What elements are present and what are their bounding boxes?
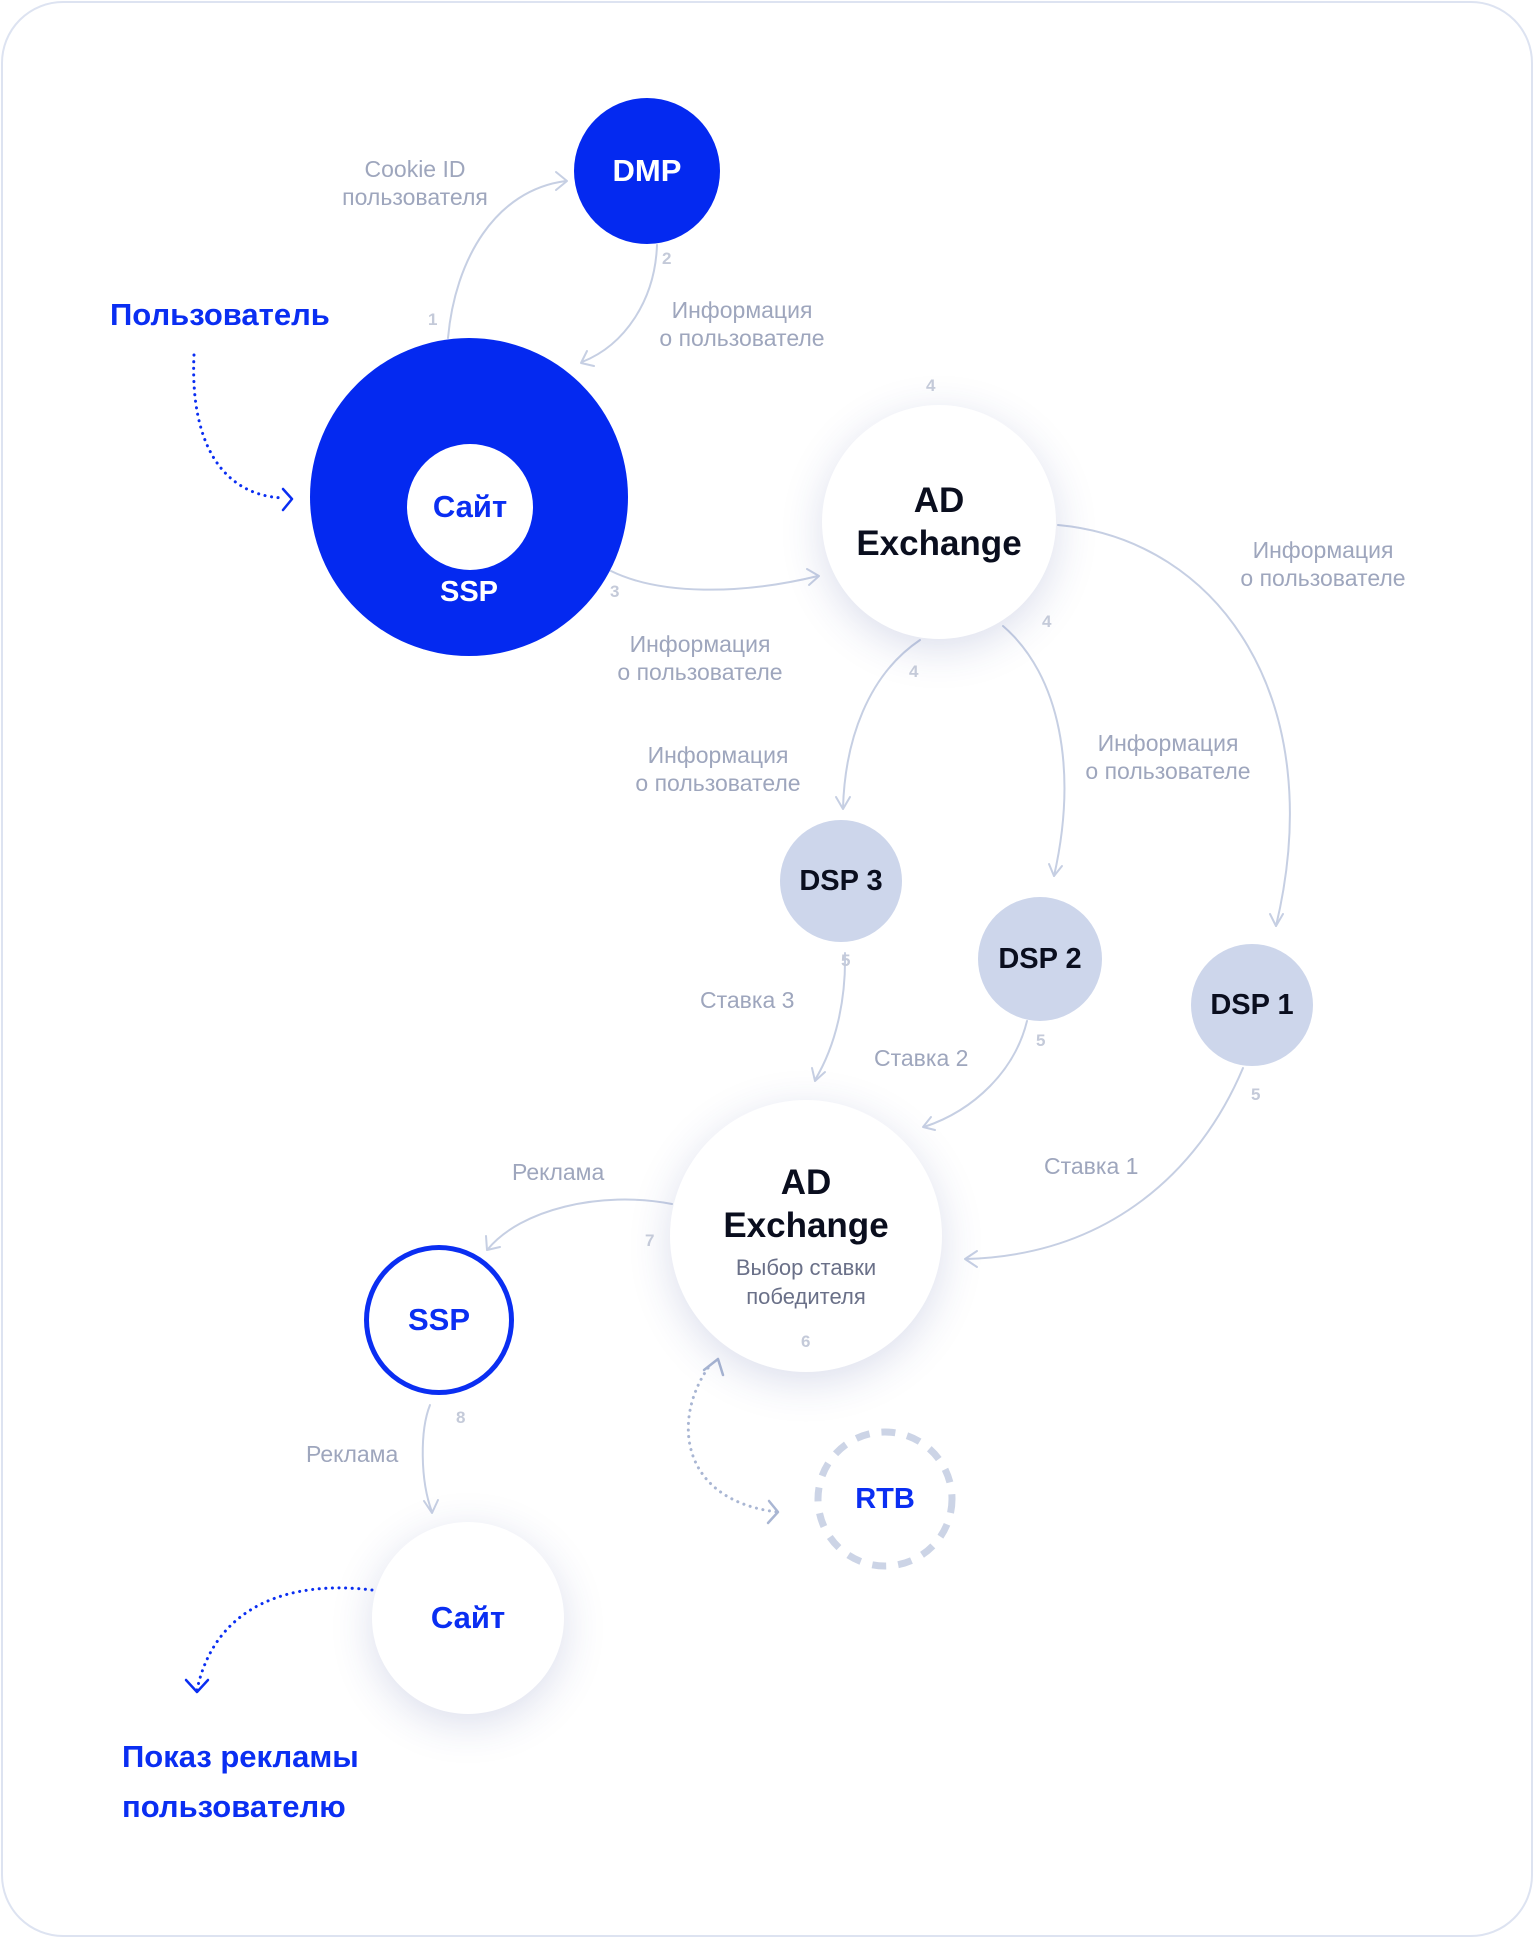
- info-line-2: о пользователе: [659, 325, 825, 351]
- connector-dmp-ssp: [581, 244, 658, 363]
- dsp2-label: DSP 2: [998, 942, 1082, 975]
- winner-selection-line-2: победителя: [746, 1284, 866, 1309]
- arrowhead: [485, 1235, 501, 1251]
- connector-adx-dsp2: [1002, 625, 1066, 877]
- dmp-label: DMP: [612, 153, 682, 188]
- info-line-1: Информация: [629, 631, 771, 657]
- user-dotted-arrow: [192, 353, 285, 500]
- arrowhead: [580, 350, 595, 367]
- ad-show-heading-line-2: пользователю: [122, 1789, 346, 1824]
- bid1-label: Ставка 1: [1044, 1153, 1139, 1179]
- dsp3-label: DSP 3: [799, 864, 883, 897]
- ad-show-heading-line-1: Показ рекламы: [122, 1739, 359, 1774]
- ssp-bottom-node: SSP: [364, 1245, 514, 1395]
- info-line-2: о пользователе: [1240, 565, 1406, 591]
- ssp-bottom-label: SSP: [407, 1302, 471, 1337]
- info-label-dmp: Информация о пользователе: [642, 296, 842, 352]
- step-number-6: 6: [801, 1332, 811, 1351]
- show-dotted-arrow: [195, 1586, 374, 1692]
- user-arrowhead: [281, 487, 294, 512]
- step-number-5: 5: [1251, 1085, 1261, 1104]
- step-number-2: 2: [662, 249, 672, 268]
- arrowhead: [835, 796, 851, 810]
- arrowhead: [806, 568, 820, 586]
- step-number-7: 7: [645, 1231, 655, 1250]
- info-line-1: Информация: [1252, 537, 1394, 563]
- arrowhead: [964, 1250, 978, 1268]
- connector-adx-ssp: [487, 1198, 673, 1250]
- show-arrowhead: [184, 1678, 210, 1694]
- info-label-dsp1: Информация о пользователе: [1223, 536, 1423, 592]
- adx-bottom-label-line-2: Exchange: [723, 1206, 889, 1245]
- connector-ssp-adx: [610, 570, 819, 591]
- step-number-1: 1: [428, 310, 438, 329]
- cookie-id-label: Cookie ID пользователя: [315, 155, 515, 211]
- ssp-top-label: SSP: [439, 576, 499, 608]
- connector-dsp3-adx: [814, 952, 847, 1081]
- dsp1-node: DSP 1: [1191, 944, 1313, 1066]
- ad-label-ssp-site: Реклама: [306, 1441, 399, 1467]
- adx-bottom-node: AD Exchange Выбор ставки победителя: [670, 1100, 942, 1372]
- arrowhead: [423, 1499, 439, 1514]
- rtb-arrowhead-top: [702, 1357, 725, 1377]
- connector-adx-dsp1: [1057, 524, 1291, 927]
- dsp2-node: DSP 2: [978, 897, 1102, 1021]
- step-number-3: 3: [610, 582, 620, 601]
- info-label-dsp2: Информация о пользователе: [1068, 729, 1268, 785]
- info-line-2: о пользователе: [635, 770, 801, 796]
- step-number-4: 4: [909, 662, 919, 681]
- step-number-4: 4: [926, 376, 936, 395]
- site-bottom-node: Сайт: [372, 1522, 564, 1714]
- arrowhead: [1269, 913, 1284, 927]
- arrowhead: [555, 171, 568, 191]
- info-label-ssp-adx: Информация о пользователе: [600, 630, 800, 686]
- arrowhead: [1048, 863, 1063, 877]
- step-number-4: 4: [1042, 612, 1052, 631]
- rtb-dashed-ring: [814, 1428, 956, 1570]
- info-line-1: Информация: [647, 742, 789, 768]
- adx-top-label-line-2: Exchange: [856, 524, 1022, 563]
- rtb-label: RTB: [855, 1482, 915, 1515]
- connector-dsp1-adx: [965, 1067, 1244, 1260]
- rtb-node: RTB: [825, 1439, 945, 1559]
- adx-top-node: AD Exchange: [822, 405, 1056, 639]
- rtb-dotted-arrow: [686, 1366, 779, 1514]
- site-inner-node: Сайт: [407, 444, 533, 570]
- info-line-2: о пользователе: [1085, 758, 1251, 784]
- cookie-id-line-1: Cookie ID: [364, 156, 466, 182]
- connector-dsp2-adx: [923, 1020, 1028, 1128]
- info-line-1: Информация: [1097, 730, 1239, 756]
- bid2-label: Ставка 2: [874, 1045, 969, 1071]
- dsp3-node: DSP 3: [780, 820, 902, 942]
- winner-selection-text: Выбор ставки победителя: [736, 1253, 876, 1311]
- site-bottom-label: Сайт: [430, 1600, 506, 1635]
- connector-adx-dsp3: [842, 639, 921, 809]
- step-number-5: 5: [841, 951, 851, 970]
- connector-ssp-site: [421, 1404, 433, 1513]
- arrowhead: [922, 1116, 936, 1131]
- user-heading: Пользователь: [110, 297, 330, 332]
- cookie-id-line-2: пользователя: [342, 184, 488, 210]
- arrowhead: [811, 1067, 826, 1082]
- winner-selection-line-1: Выбор ставки: [735, 1255, 877, 1280]
- info-line-2: о пользователе: [617, 659, 783, 685]
- bid3-label: Ставка 3: [700, 987, 795, 1013]
- adx-bottom-label-line-1: AD: [780, 1163, 832, 1202]
- info-label-dsp3: Информация о пользователе: [618, 741, 818, 797]
- step-number-5: 5: [1036, 1031, 1046, 1050]
- connector-ssp-dmp: [447, 180, 567, 339]
- ad-show-heading: Показ рекламы пользователю: [122, 1732, 359, 1832]
- site-inner-label: Сайт: [432, 489, 508, 524]
- dmp-node: DMP: [574, 98, 720, 244]
- adx-top-label-line-1: AD: [913, 481, 965, 520]
- step-number-8: 8: [456, 1408, 466, 1427]
- ad-label-adx-ssp: Реклама: [512, 1159, 605, 1185]
- dsp1-label: DSP 1: [1210, 988, 1294, 1021]
- rtb-arrowhead-bottom: [766, 1499, 780, 1525]
- info-line-1: Информация: [671, 297, 813, 323]
